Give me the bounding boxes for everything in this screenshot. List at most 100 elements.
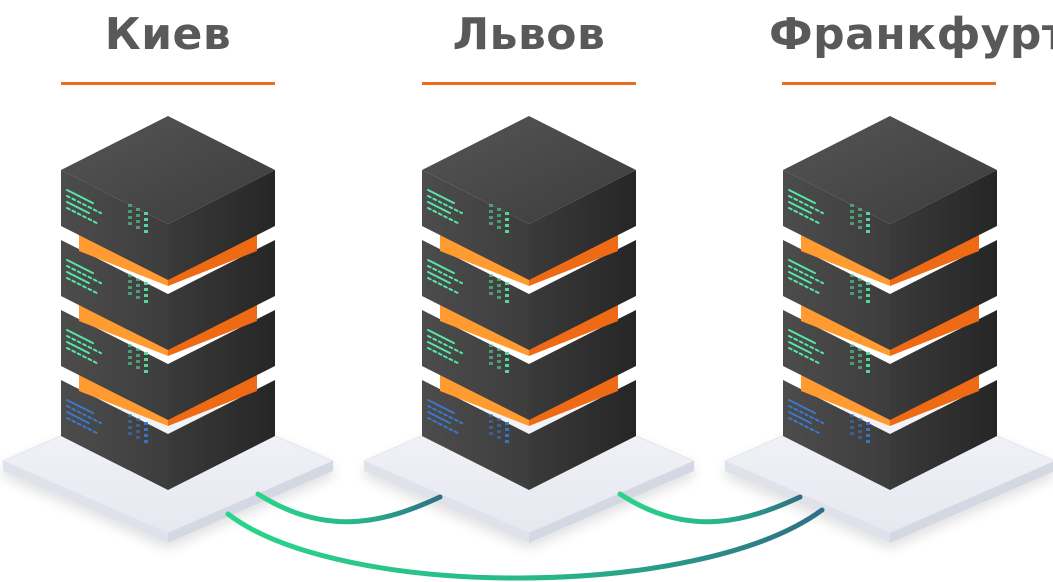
server-indicator <box>144 212 148 215</box>
server-indicator <box>144 218 148 221</box>
server-status-led <box>427 347 459 365</box>
server-status-led <box>66 201 90 215</box>
server-indicator <box>128 432 132 435</box>
server-indicator <box>136 278 140 281</box>
server-status-led <box>66 399 94 415</box>
server-face-left <box>61 170 168 280</box>
server-face-top <box>61 116 275 224</box>
server-indicator <box>858 220 862 223</box>
server-status-led <box>788 195 824 215</box>
server-indicator <box>128 216 132 219</box>
server-indicator <box>850 222 854 225</box>
server-indicator <box>866 428 870 431</box>
server-status-led <box>66 195 102 215</box>
server-indicator <box>497 360 501 363</box>
server-indicator <box>144 294 148 297</box>
server-face-top <box>783 116 997 224</box>
server-indicator <box>136 436 140 439</box>
server-unit <box>61 310 275 420</box>
server-face-right <box>890 380 997 490</box>
server-face-top <box>422 116 636 224</box>
server-indicator <box>144 282 148 285</box>
server-unit <box>783 116 997 280</box>
server-indicator <box>850 286 854 289</box>
server-face-left <box>61 240 168 350</box>
server-indicator <box>866 230 870 233</box>
server-indicator <box>505 288 509 291</box>
server-indicator <box>128 280 132 283</box>
server-indicator <box>128 362 132 365</box>
server-status-led <box>427 405 463 425</box>
server-status-led <box>788 259 816 275</box>
server-indicator <box>489 292 493 295</box>
server-indicator <box>505 218 509 221</box>
server-indicator <box>850 210 854 213</box>
server-indicator <box>505 282 509 285</box>
server-status-led <box>788 201 812 215</box>
server-indicator <box>850 292 854 295</box>
server-indicator <box>858 348 862 351</box>
server-indicator <box>136 208 140 211</box>
server-indicator <box>866 434 870 437</box>
server-status-led <box>427 399 455 415</box>
server-face-left <box>783 170 890 280</box>
server-face-right <box>168 310 275 420</box>
server-unit <box>61 380 275 490</box>
server-status-led <box>427 207 459 225</box>
server-face-left <box>422 170 529 280</box>
platform-edge-left <box>725 461 890 543</box>
server-status-led <box>66 335 102 355</box>
server-status-led <box>427 341 451 355</box>
server-indicator <box>489 286 493 289</box>
server-status-led <box>788 277 820 295</box>
server-unit <box>783 310 997 420</box>
link-lviv-frankfurt <box>617 491 803 525</box>
server-indicator <box>858 354 862 357</box>
server-indicator <box>144 364 148 367</box>
server-status-led <box>427 195 463 215</box>
server-indicator <box>858 290 862 293</box>
server-indicator <box>136 360 140 363</box>
server-indicator <box>497 208 501 211</box>
server-indicator <box>497 348 501 351</box>
server-indicator <box>497 284 501 287</box>
server-status-led <box>788 347 820 365</box>
server-indicator <box>850 414 854 417</box>
server-status-led <box>427 201 451 215</box>
server-status-led <box>427 189 455 205</box>
server-indicator <box>866 212 870 215</box>
location-underline <box>61 82 275 85</box>
server-indicator <box>128 356 132 359</box>
server-indicator <box>497 220 501 223</box>
server-indicator <box>858 278 862 281</box>
server-indicator <box>858 418 862 421</box>
server-status-led <box>788 271 812 285</box>
server-status-led <box>788 399 816 415</box>
server-status-led <box>66 329 94 345</box>
server-unit <box>422 240 636 350</box>
server-indicator <box>489 432 493 435</box>
server-status-led <box>427 271 451 285</box>
server-status-led <box>66 405 102 425</box>
server-indicator <box>144 224 148 227</box>
server-face-left <box>783 380 890 490</box>
server-indicator <box>497 354 501 357</box>
server-status-led <box>788 329 816 345</box>
server-unit <box>61 240 275 350</box>
server-indicator <box>497 424 501 427</box>
server-indicator <box>128 344 132 347</box>
server-indicator <box>497 296 501 299</box>
location-underline <box>782 82 996 85</box>
server-rack-kyiv <box>61 116 275 490</box>
server-indicator <box>866 218 870 221</box>
server-indicator <box>505 224 509 227</box>
server-status-led <box>66 347 98 365</box>
server-indicator <box>489 362 493 365</box>
server-status-led <box>66 341 90 355</box>
server-status-led <box>427 411 451 425</box>
server-face-left <box>783 240 890 350</box>
server-indicator <box>128 426 132 429</box>
server-indicator <box>128 274 132 277</box>
server-face-right <box>890 170 997 280</box>
server-indicator <box>136 354 140 357</box>
